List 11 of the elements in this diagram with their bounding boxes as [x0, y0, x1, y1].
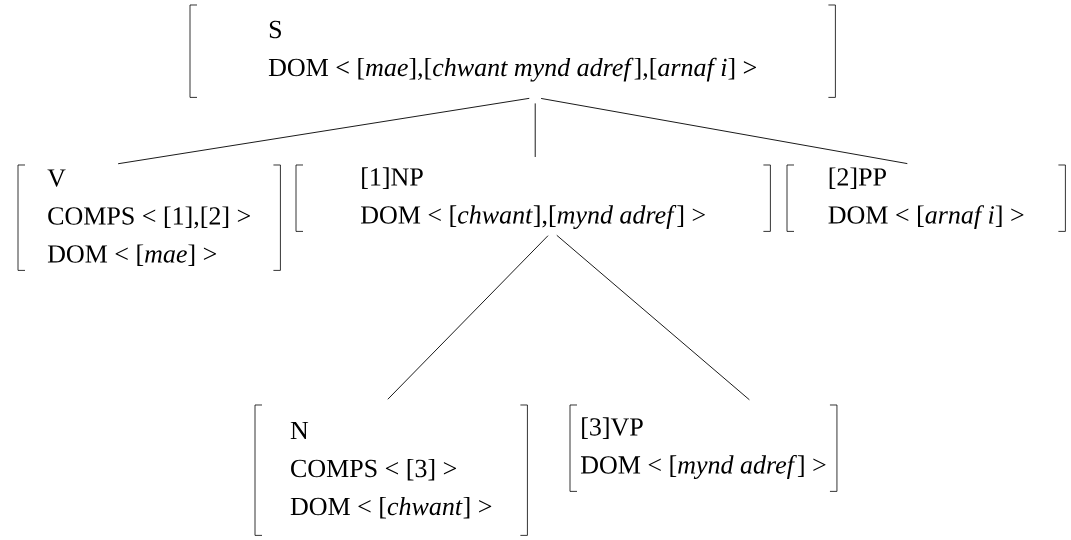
feature-matrix: S DOM < [mae],[chwant mynd adref],[arnaf i] >	[189, 4, 836, 98]
tree-branch	[540, 98, 908, 165]
feature-matrix: [1]NP DOM < [chwant],[mynd adref] >	[295, 164, 771, 232]
feature-matrix: V COMPS < [1],[2] > DOM < [mae] >	[17, 164, 281, 271]
feature-matrix: [3]VP DOM < [mynd adref] >	[569, 404, 838, 492]
tree-branch	[117, 97, 530, 165]
tree-branch	[387, 235, 549, 400]
feature-matrix: [2]PP DOM < [arnaf i] >	[786, 164, 1066, 232]
feature-matrix: N COMPS < [3] > DOM < [chwant] >	[254, 404, 528, 536]
tree-branch	[556, 234, 750, 401]
tree-branch	[534, 102, 536, 158]
